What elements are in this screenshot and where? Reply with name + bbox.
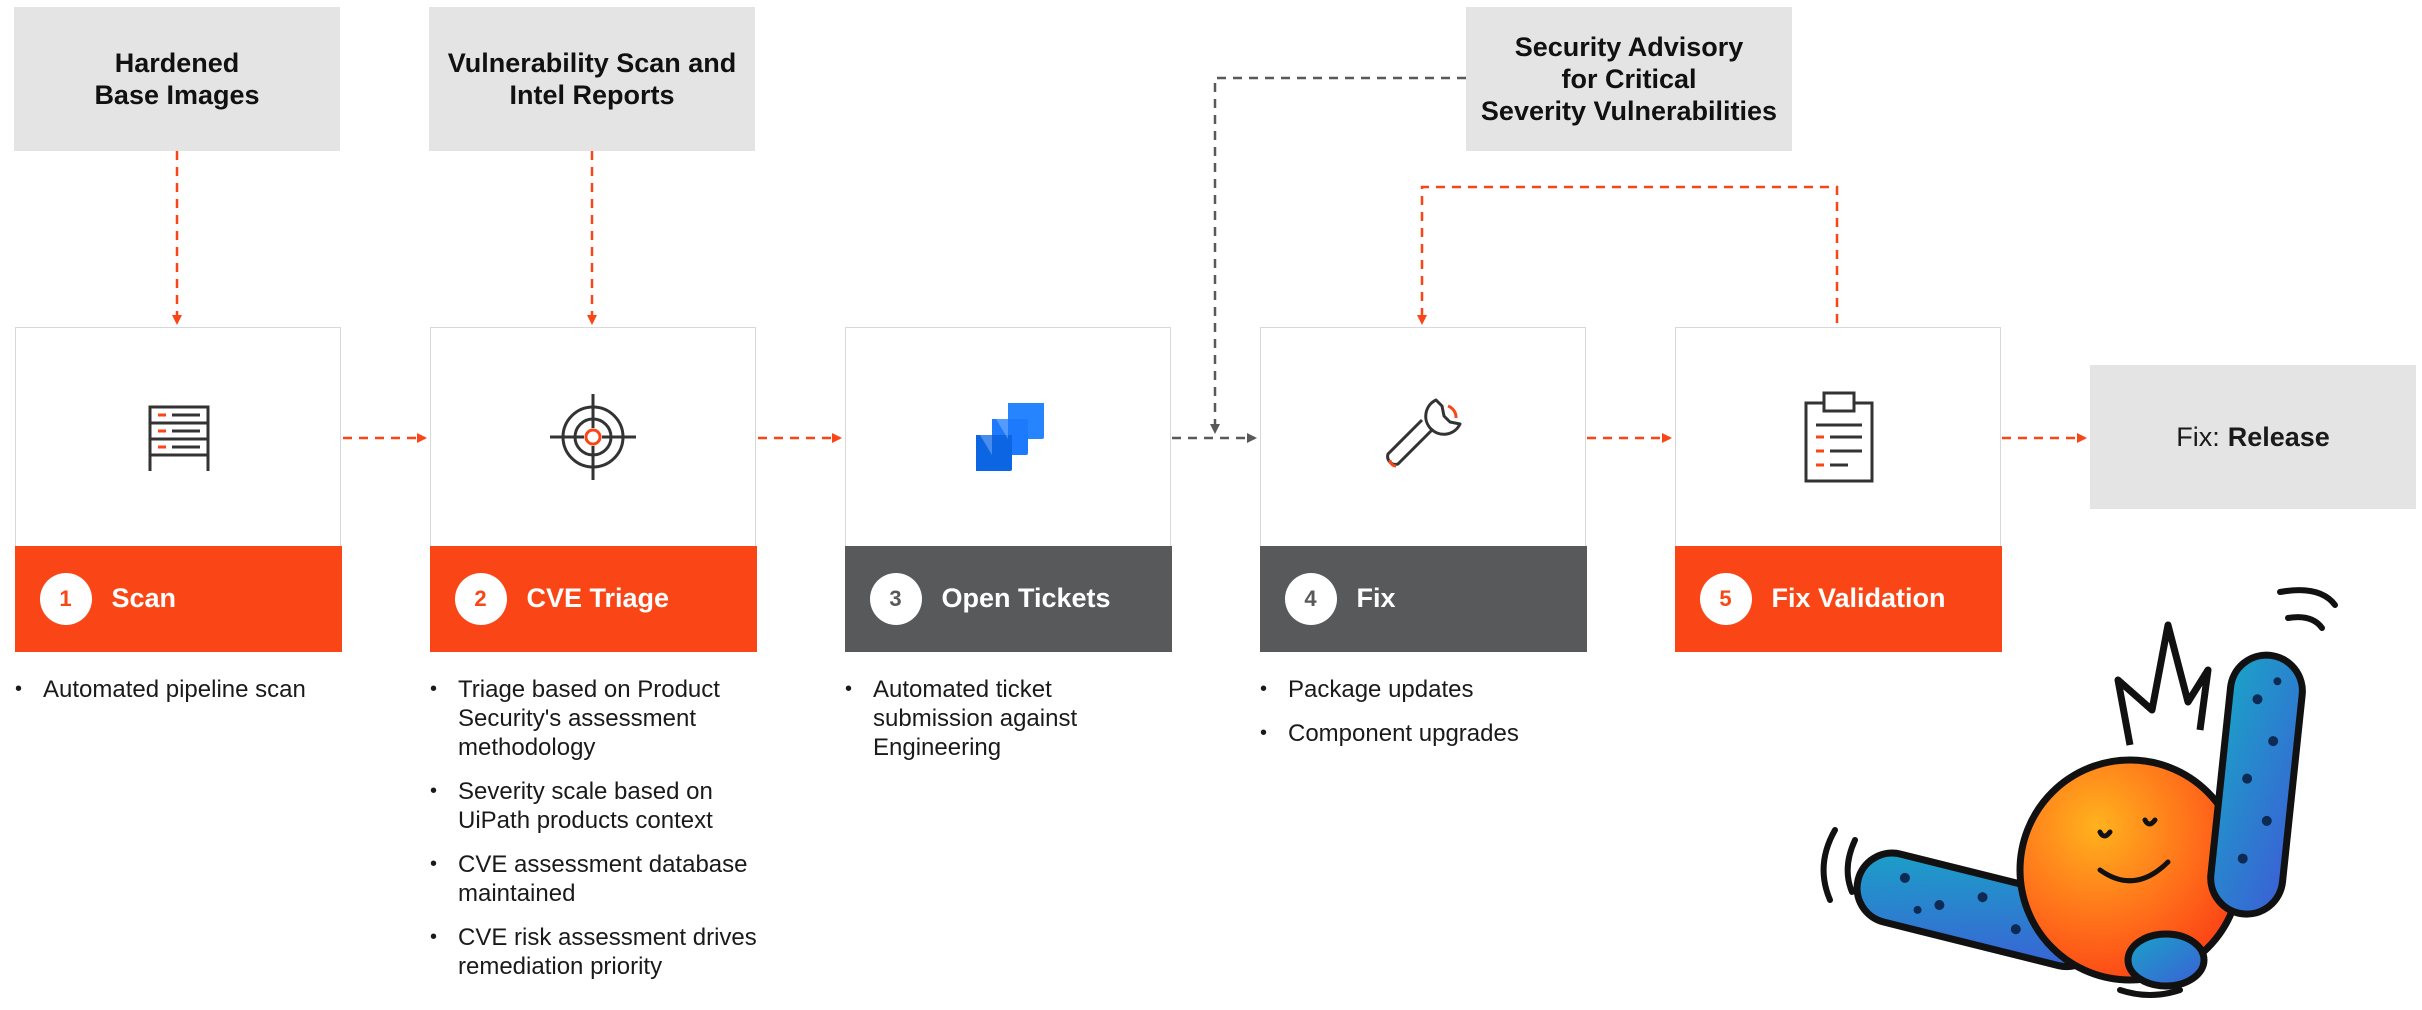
step-card-fix: 4 Fix [1259, 327, 1587, 652]
bullet-item: Component upgrades [1260, 719, 1580, 748]
input-box-label: Vulnerability Scan and Intel Reports [447, 48, 737, 110]
step-footer: 5 Fix Validation [1674, 545, 2002, 652]
input-box-vulnerability-scan: Vulnerability Scan and Intel Reports [429, 7, 755, 151]
step-card-scan: 1 Scan [14, 327, 342, 652]
arrow-advisory-to-fix [1210, 76, 1466, 434]
step-label: CVE Triage [526, 583, 670, 613]
step-number-badge: 3 [869, 572, 922, 625]
step-label: Open Tickets [941, 583, 1111, 613]
step-number-badge: 1 [39, 572, 92, 625]
arrow-validation-back-to-fix [1417, 185, 1839, 325]
bullet-item: Automated pipeline scan [15, 675, 345, 704]
step-bullets-fix: Package updates Component upgrades [1260, 675, 1580, 763]
bullet-item: Package updates [1260, 675, 1580, 704]
wrench-icon [1386, 398, 1462, 468]
bullet-item: CVE assessment database maintained [430, 850, 760, 908]
step-number-badge: 5 [1699, 572, 1752, 625]
input-box-label: Security Advisory for Critical Severity … [1480, 32, 1778, 126]
step-footer: 1 Scan [14, 545, 342, 652]
bullet-item: Severity scale based on UiPath products … [430, 777, 760, 835]
bullet-item: CVE risk assessment drives remediation p… [430, 923, 760, 981]
step-footer: 2 CVE Triage [429, 545, 757, 652]
release-box: Fix: Release [2090, 365, 2416, 509]
waving-mascot-illustration [1820, 587, 2338, 998]
step-number-badge: 2 [454, 572, 507, 625]
step-label: Fix Validation [1771, 583, 1946, 613]
step-footer: 4 Fix [1259, 545, 1587, 652]
crosshair-target-icon [550, 394, 636, 480]
step-bullets-cve-triage: Triage based on Product Security's asses… [430, 675, 760, 996]
step-bullets-open-tickets: Automated ticket submission against Engi… [845, 675, 1125, 777]
bullet-item: Automated ticket submission against Engi… [845, 675, 1125, 762]
step-footer: 3 Open Tickets [844, 545, 1172, 652]
bullet-item: Triage based on Product Security's asses… [430, 675, 760, 762]
input-box-hardened-base-images: Hardened Base Images [14, 7, 340, 151]
step-card-open-tickets: 3 Open Tickets [844, 327, 1172, 652]
jira-icon [976, 403, 1044, 471]
release-prefix: Fix: [2176, 421, 2220, 452]
step-card-cve-triage: 2 CVE Triage [429, 327, 757, 652]
step-label: Fix [1356, 583, 1396, 613]
step-card-fix-validation: 5 Fix Validation [1674, 327, 2002, 652]
step-bullets-scan: Automated pipeline scan [15, 675, 345, 719]
release-label: Release [2227, 421, 2330, 452]
step-number-badge: 4 [1284, 572, 1337, 625]
step-label: Scan [111, 583, 177, 613]
input-box-security-advisory: Security Advisory for Critical Severity … [1466, 7, 1792, 151]
server-list-icon [148, 405, 210, 471]
input-box-label: Hardened Base Images [94, 48, 260, 110]
clipboard-icon [1804, 391, 1874, 483]
